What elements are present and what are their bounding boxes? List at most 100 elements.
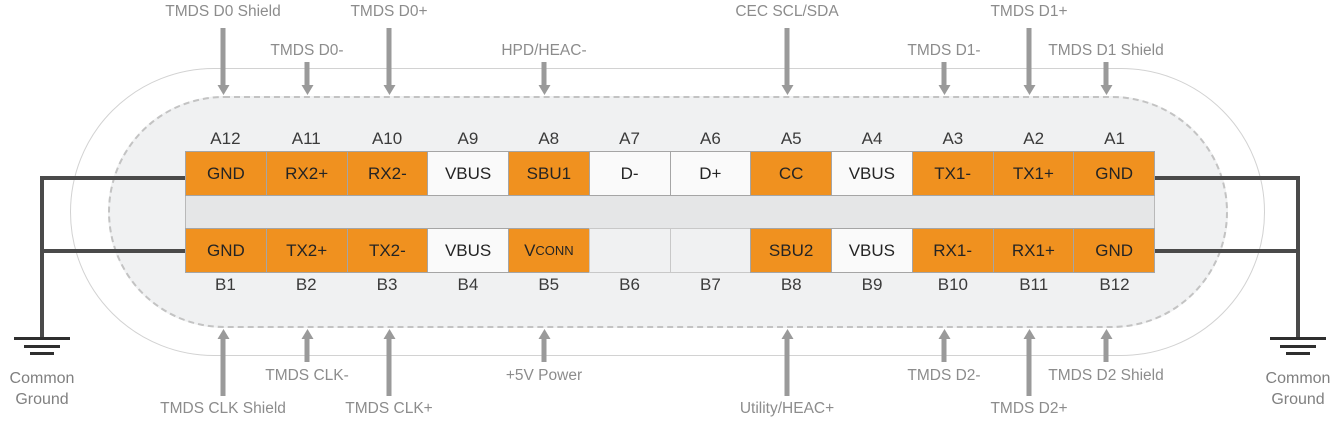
- callout-arrow-tmds-clk-shield: [220, 338, 226, 396]
- pin-cell-b7[interactable]: [669, 228, 752, 273]
- pin-label-text: TX2-: [368, 240, 406, 260]
- callout-arrow-tmds-d0: [386, 28, 392, 86]
- pin-cell-b1[interactable]: GND: [185, 228, 267, 273]
- pin-id-a1: A1: [1104, 129, 1125, 148]
- pin-cell-a5[interactable]: CC: [750, 151, 832, 196]
- pin-cell-b12[interactable]: GND: [1073, 228, 1155, 273]
- callout-label-tmds-d0-shield: TMDS D0 Shield: [165, 3, 281, 20]
- callout-arrow-tmds-d1: [941, 62, 947, 86]
- pin-cell-a2[interactable]: TX1+: [992, 151, 1075, 196]
- pin-id-b7: B7: [699, 275, 721, 294]
- callout-arrow-utility-heac: [784, 338, 790, 396]
- pin-id-a2: A2: [1023, 129, 1045, 148]
- callout-arrow-tmds-d0: [304, 62, 310, 86]
- callout-label-tmds-d2: TMDS D2-: [907, 367, 981, 384]
- callout-arrow-tmds-d0-shield: [220, 28, 226, 86]
- pin-cell-a12[interactable]: GND: [185, 151, 267, 196]
- pin-label-text: D-: [620, 163, 639, 183]
- left-wire-bottom: [40, 249, 190, 253]
- connector-tongue-band: [185, 196, 1155, 228]
- pin-id-b8: B8: [780, 275, 802, 294]
- pin-id-a5: A5: [780, 129, 802, 148]
- right-ground-bar-3: [1286, 352, 1310, 355]
- pin-id-b2: B2: [295, 275, 317, 294]
- right-ground-label-line2: Ground: [1271, 391, 1325, 408]
- pin-cell-b3[interactable]: TX2-: [346, 228, 429, 273]
- pin-cell-a4[interactable]: VBUS: [831, 151, 913, 196]
- left-ground-label-line1: Common: [9, 370, 75, 387]
- pin-id-a12: A12: [210, 129, 241, 148]
- pin-cell-a7[interactable]: D-: [588, 151, 671, 196]
- callout-label-tmds-clk-shield: TMDS CLK Shield: [160, 400, 286, 417]
- pin-id-a11: A11: [291, 129, 321, 148]
- pin-cell-a1[interactable]: GND: [1073, 151, 1155, 196]
- callout-label-tmds-d0: TMDS D0+: [350, 3, 428, 20]
- pin-cell-b11[interactable]: RX1+: [992, 228, 1075, 273]
- right-ground-bar-2: [1280, 345, 1316, 348]
- callout-arrow-tmds-d2: [1026, 338, 1032, 396]
- callout-label-tmds-clk: TMDS CLK-: [265, 367, 349, 384]
- callout-arrow-cec-scl-sda: [784, 28, 790, 86]
- pin-label-text: GND: [1095, 163, 1134, 183]
- right-wire-bottom: [1150, 249, 1300, 253]
- pin-cell-a8[interactable]: SBU1: [508, 151, 590, 196]
- pin-label-text: VBUS: [444, 163, 492, 183]
- pin-label-text: GND: [1095, 240, 1134, 260]
- pin-label-text: GND: [206, 163, 245, 183]
- left-ground-bar-2: [24, 345, 60, 348]
- pin-cell-b9[interactable]: VBUS: [831, 228, 913, 273]
- callout-label-tmds-d1-shield: TMDS D1 Shield: [1048, 42, 1164, 59]
- pin-cell-b2[interactable]: TX2+: [265, 228, 348, 273]
- pin-id-b3: B3: [376, 275, 398, 294]
- left-ground-label-line2: Ground: [15, 391, 69, 408]
- pin-id-b9: B9: [861, 275, 883, 294]
- pin-cell-b6[interactable]: [588, 228, 671, 273]
- pin-id-a8: A8: [538, 129, 560, 148]
- pin-cell-a3[interactable]: TX1-: [911, 151, 994, 196]
- pin-cell-b10[interactable]: RX1-: [911, 228, 994, 273]
- pin-label-text: VBUS: [848, 163, 896, 183]
- pin-id-b6: B6: [619, 275, 640, 294]
- pin-id-b10: B10: [937, 275, 968, 294]
- callout-arrow-tmds-clk: [304, 338, 310, 362]
- pin-label-text: SBU1: [526, 163, 572, 183]
- pin-id-b11: B11: [1019, 275, 1049, 294]
- pin-label-text: D+: [699, 163, 722, 183]
- pin-label-text: RX2+: [285, 163, 329, 183]
- left-wire-top: [40, 176, 190, 180]
- callout-label-tmds-d0: TMDS D0-: [270, 42, 344, 59]
- pin-cell-a9[interactable]: VBUS: [427, 151, 509, 196]
- pin-label-text: TX1+: [1012, 163, 1054, 183]
- pin-label-smallcaps: CONN: [535, 243, 574, 258]
- pin-label-text: RX1+: [1011, 240, 1055, 260]
- right-ground-label-line1: Common: [1265, 370, 1331, 387]
- callout-arrow-tmds-d2: [941, 338, 947, 362]
- pin-cell-a11[interactable]: RX2+: [265, 151, 348, 196]
- pin-cell-b8[interactable]: SBU2: [750, 228, 832, 273]
- pin-cell-a10[interactable]: RX2-: [346, 151, 429, 196]
- callout-arrow-tmds-d1: [1026, 28, 1032, 86]
- pin-id-a3: A3: [942, 129, 964, 148]
- callout-arrow-tmds-d2-shield: [1103, 338, 1109, 362]
- pin-cell-a6[interactable]: D+: [669, 151, 752, 196]
- pin-label-text: TX1-: [934, 163, 972, 183]
- pin-label-text: CC: [778, 163, 804, 183]
- pin-id-a9: A9: [457, 129, 479, 148]
- pin-id-b4: B4: [457, 275, 479, 294]
- callout-arrow-5v-power: [541, 338, 547, 362]
- pin-id-b12: B12: [1099, 275, 1130, 294]
- pin-label-text: SBU2: [768, 240, 814, 260]
- pin-cell-b4[interactable]: VBUS: [427, 228, 509, 273]
- callout-label-tmds-clk: TMDS CLK+: [345, 400, 433, 417]
- pin-id-a6: A6: [699, 129, 721, 148]
- callout-label-tmds-d2-shield: TMDS D2 Shield: [1048, 367, 1164, 384]
- callout-arrow-hpd-heac: [541, 62, 547, 86]
- callout-arrow-tmds-d1-shield: [1103, 62, 1109, 86]
- pin-id-a10: A10: [371, 129, 403, 148]
